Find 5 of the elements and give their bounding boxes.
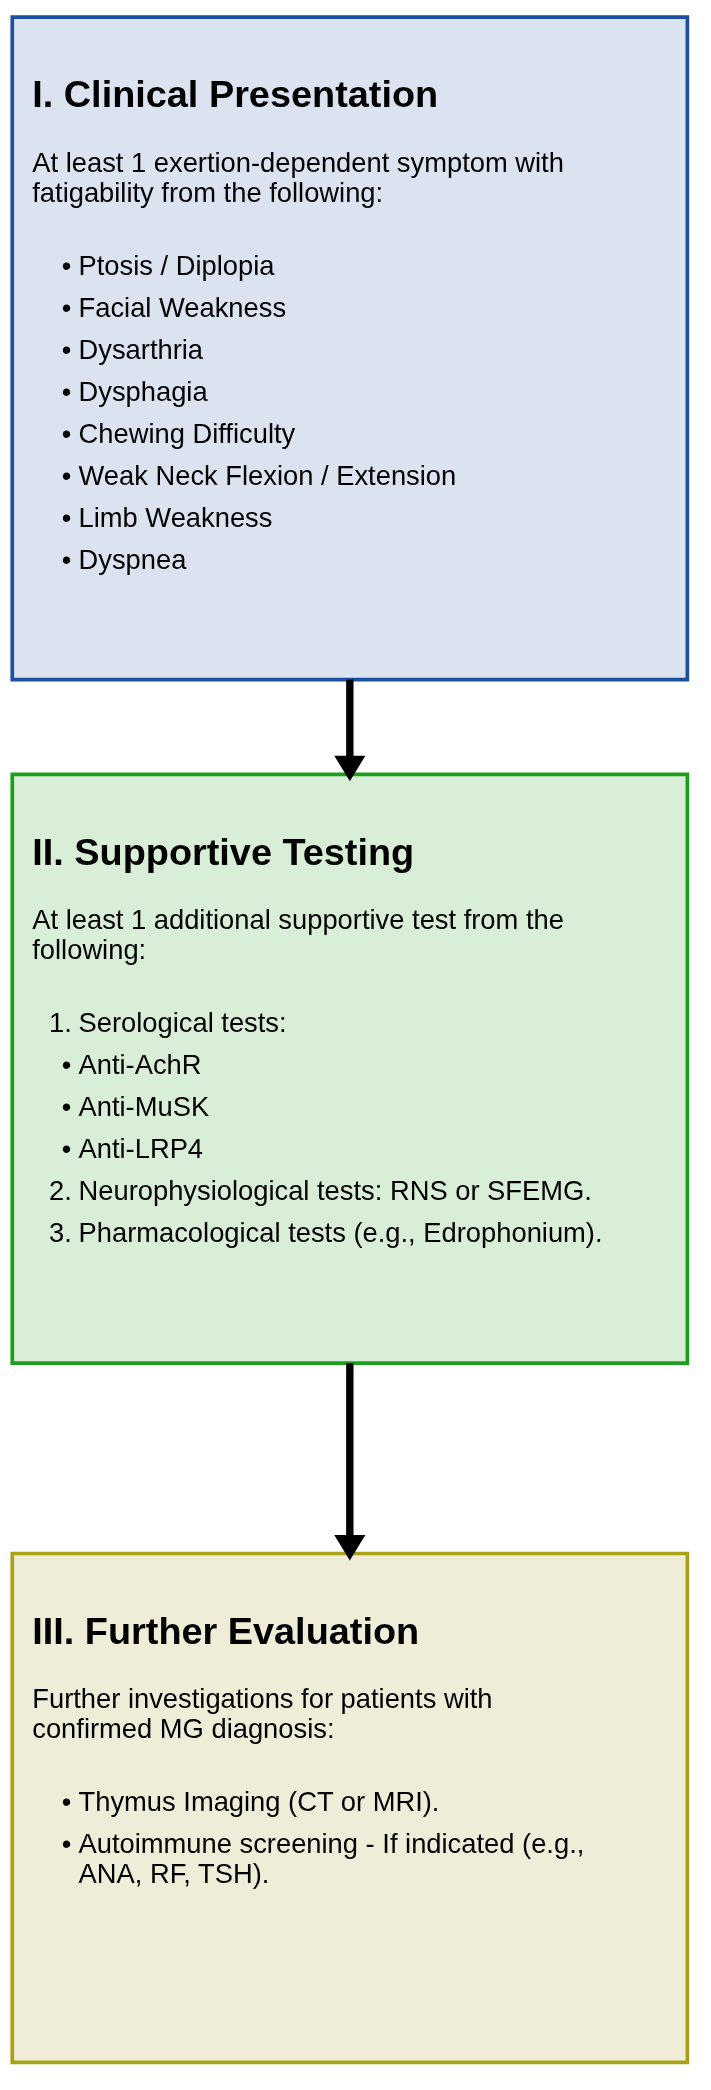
arrow [334, 1362, 366, 1560]
node-box: II. Supportive Testing At least 1 additional supportive test from the following: 1. Serological tests: • Anti-AchR • Anti-MuSK • Anti-LRP4 2. Neurophysiological tests: RNS or SFEMG. 3. Pharmacological tests (e.g., Edrophonium). [10, 771, 690, 1365]
node-box: III. Further Evaluation Further investigations for patients with confirmed MG diagnosis: • Thymus Imaging (CT or MRI). • Autoimmune screening - If indicated (e.g., ANA, RF, TSH). [10, 1551, 690, 2064]
node-box: I. Clinical Presentation At least 1 exertion-dependent symptom with fatigability from the following: • Ptosis / Diplopia • Facial Weakness • Dysarthria • Dysphagia • Chewing Difficulty • Weak Neck Flexion / Extension • Limb Weakness • Dyspnea [10, 14, 690, 681]
arrow [334, 679, 366, 781]
